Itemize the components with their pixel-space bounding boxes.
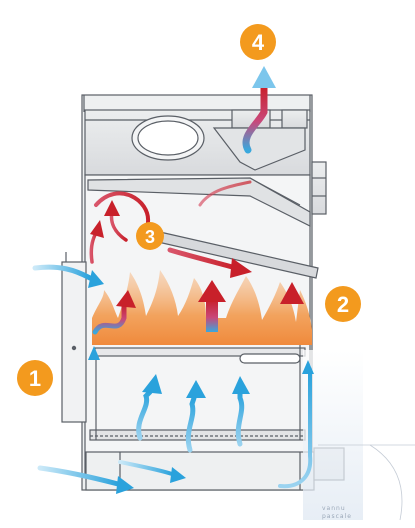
intake-arrow-bottom-right [278, 368, 313, 489]
firebox-arrow-2 [185, 395, 197, 453]
watermark-panel: vannu pascale [303, 350, 415, 521]
intake-arrow-left-head [88, 270, 104, 288]
exhaust-arrow [242, 82, 268, 154]
intake-arrow-left [32, 264, 93, 281]
firebox-arrow-3 [235, 389, 245, 447]
riser-arrow-left-head [88, 346, 100, 360]
firebox-arrow-3-head [232, 376, 250, 394]
hot-arrow-center-shaft [206, 300, 218, 332]
hot-arrow-top-chamber [198, 180, 252, 207]
flame-zone [92, 270, 312, 345]
hot-arrow-left-curl [92, 301, 127, 335]
flame-fill [92, 270, 312, 345]
badge-4: 4 [240, 24, 276, 60]
badge-3-circle [136, 222, 164, 250]
badge-2-label: 2 [337, 292, 349, 317]
hot-arrow-center-head [198, 280, 226, 302]
badge-4-label: 4 [252, 30, 265, 55]
hot-arrow-left-curl-head [116, 290, 136, 308]
hot-arrow-baffle-curl [94, 191, 151, 224]
firebox-arrow-1-head [142, 374, 162, 394]
badge-1: 1 [17, 360, 53, 396]
hot-arrow-right-head [280, 282, 304, 304]
watermark-bottom: pascale [322, 513, 352, 520]
firebox-arrow-2-head [186, 380, 206, 398]
hot-arrow-under-baffle [167, 247, 239, 271]
riser-arrow-right-head [302, 360, 314, 374]
watermark-top: vannu [322, 505, 346, 512]
badge-3-label: 3 [145, 227, 155, 247]
badge-4-circle [240, 24, 276, 60]
intake-arrow-bottom-2-head [170, 467, 186, 483]
badge-1-label: 1 [29, 366, 41, 391]
badge-2-circle [325, 286, 361, 322]
intake-arrow-bottom-1 [37, 465, 121, 487]
hot-arrow-upper-2-head [104, 200, 120, 216]
hot-arrow-under-baffle-head [230, 258, 252, 278]
exhaust-arrow-head [252, 66, 276, 88]
cold-air-arrows [32, 66, 314, 494]
badge-3: 3 [136, 222, 164, 250]
intake-arrow-bottom-2 [118, 460, 174, 476]
hot-arrow-upper-1-head [90, 220, 104, 238]
hot-air-arrows [89, 180, 304, 346]
badge-1-circle [17, 360, 53, 396]
badge-2: 2 [325, 286, 361, 322]
firebox-arrow-1 [136, 389, 153, 441]
intake-arrow-bottom-1-head [116, 476, 134, 494]
